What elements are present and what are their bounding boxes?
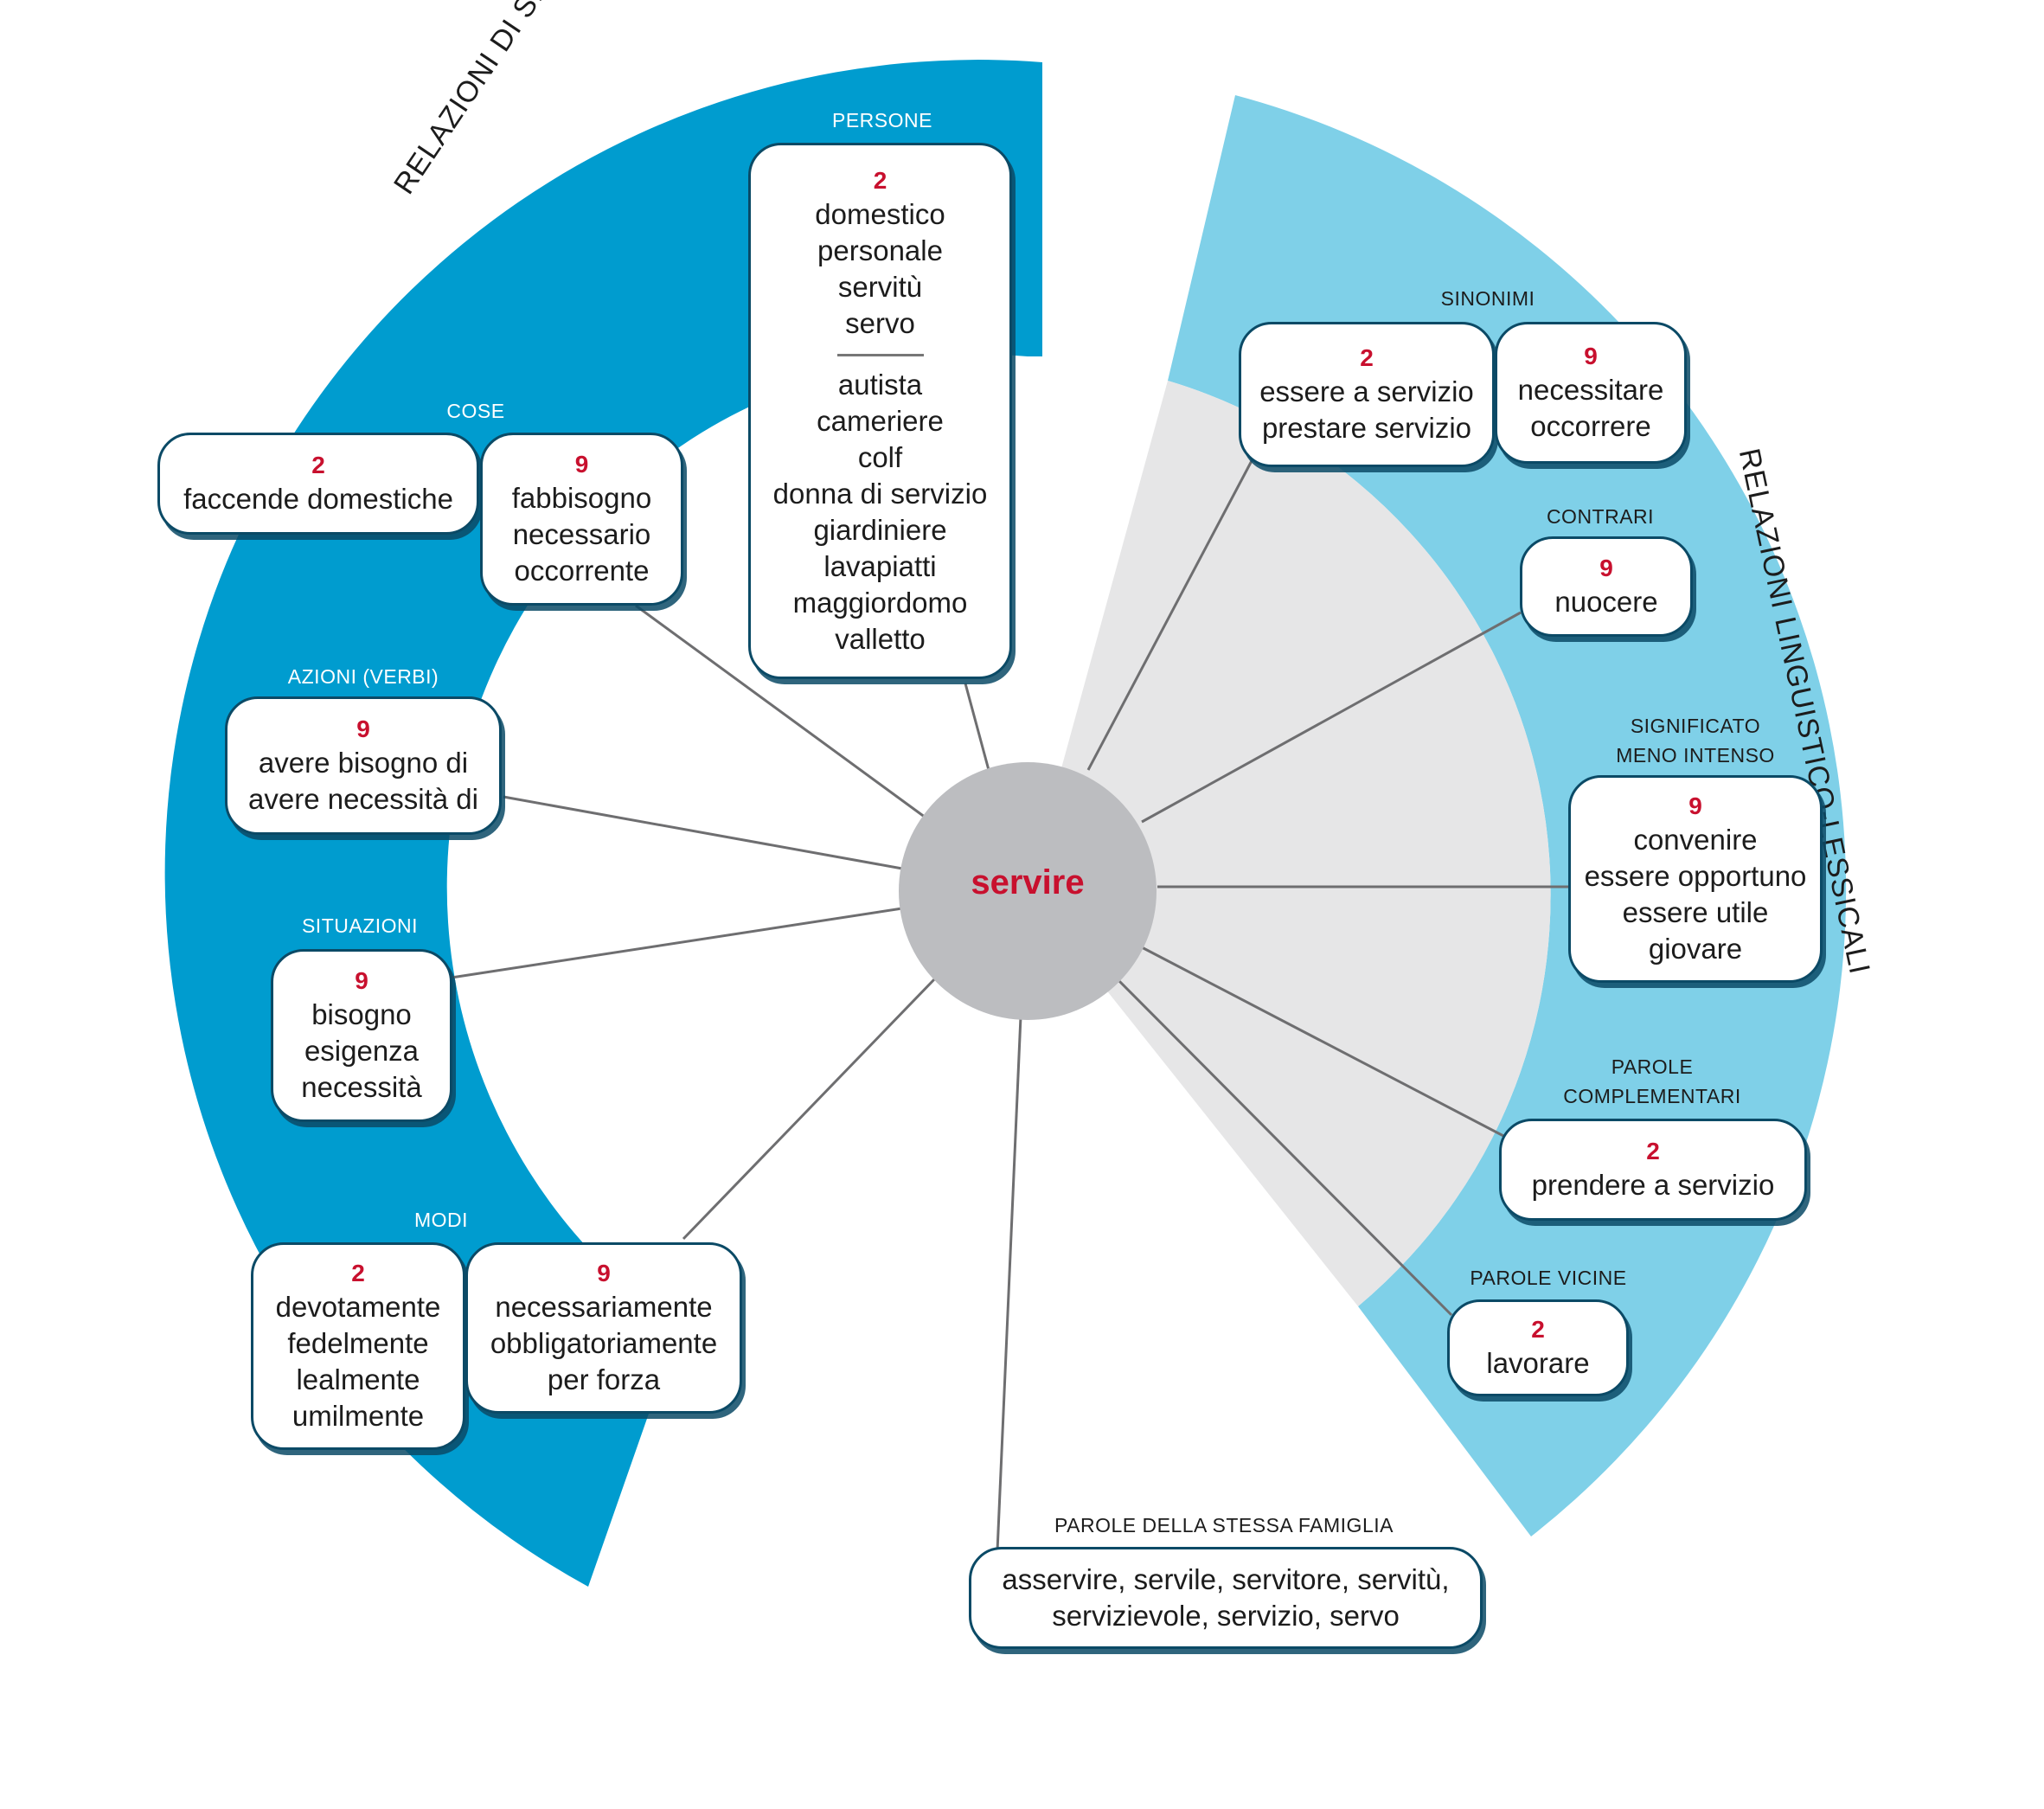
word: necessariamente bbox=[495, 1291, 713, 1323]
word: essere utile bbox=[1622, 896, 1769, 928]
meaning-number: 2 bbox=[873, 166, 887, 194]
meaning-number: 9 bbox=[1688, 792, 1702, 819]
word: occorrere bbox=[1530, 410, 1651, 442]
word: nuocere bbox=[1554, 586, 1658, 618]
word: per forza bbox=[547, 1363, 661, 1395]
word: domestico bbox=[815, 197, 945, 230]
word: autista bbox=[837, 368, 923, 401]
word: giovare bbox=[1648, 933, 1743, 965]
category-modi: MODI bbox=[413, 1209, 469, 1231]
word: fedelmente bbox=[287, 1327, 429, 1359]
word: prestare servizio bbox=[1261, 412, 1472, 444]
word: necessitare bbox=[1517, 374, 1664, 406]
meaning-number: 9 bbox=[1584, 343, 1598, 369]
meaning-number: 9 bbox=[1599, 555, 1613, 581]
category-persone: PERSONE bbox=[832, 109, 932, 132]
category-complementari-2: COMPLEMENTARI bbox=[1563, 1085, 1741, 1107]
meaning-number: 2 bbox=[1646, 1138, 1660, 1164]
word: fabbisogno bbox=[511, 482, 652, 514]
category-situazioni: SITUAZIONI bbox=[301, 914, 419, 937]
box-cose-9: 9 fabbisogno necessario occorrente bbox=[480, 433, 683, 606]
word: lealmente bbox=[296, 1363, 420, 1395]
separator bbox=[836, 353, 924, 356]
meaning-number: 9 bbox=[574, 451, 589, 478]
box-cose-2: 2 faccende domestiche bbox=[157, 433, 479, 535]
box-persone: 2 domestico personale servitù servo auti… bbox=[748, 143, 1012, 679]
word: bisogno bbox=[311, 998, 412, 1030]
box-modi-2: 2 devotamente fedelmente lealmente umilm… bbox=[251, 1242, 465, 1450]
category-vicine: PAROLE VICINE bbox=[1470, 1267, 1627, 1289]
word: asservire, servile, servitore, servitù, bbox=[1002, 1563, 1450, 1595]
category-meno-intenso-1: SIGNIFICATO bbox=[1630, 715, 1761, 737]
center-circle bbox=[899, 762, 1157, 1020]
word: servo bbox=[845, 306, 915, 339]
box-complementari-2: 2 prendere a servizio bbox=[1499, 1119, 1807, 1221]
word: essere a servizio bbox=[1259, 375, 1474, 407]
category-sinonimi: SINONIMI bbox=[1440, 287, 1535, 310]
category-complementari-1: PAROLE bbox=[1611, 1055, 1694, 1078]
word: devotamente bbox=[275, 1291, 441, 1323]
word: giardiniere bbox=[813, 513, 947, 546]
center-word: servire bbox=[971, 863, 1085, 901]
word: colf bbox=[857, 440, 903, 473]
category-azioni: AZIONI (VERBI) bbox=[287, 665, 439, 688]
box-azioni-9: 9 avere bisogno di avere necessità di bbox=[225, 696, 502, 835]
word: lavorare bbox=[1486, 1347, 1590, 1379]
box-famiglia: asservire, servile, servitore, servitù, … bbox=[969, 1547, 1483, 1649]
word: necessario bbox=[512, 518, 651, 550]
box-situazioni-9: 9 bisogno esigenza necessità bbox=[271, 949, 452, 1122]
meaning-number: 2 bbox=[311, 452, 325, 478]
word: cameriere bbox=[817, 404, 944, 437]
connector-lines bbox=[451, 455, 1568, 1552]
meaning-number: 2 bbox=[1531, 1316, 1545, 1343]
lexical-relations-sector bbox=[1028, 381, 1551, 1306]
box-sinonimi-9: 9 necessitare occorrere bbox=[1495, 322, 1687, 464]
word: obbligatoriamente bbox=[490, 1327, 718, 1359]
word: prendere a servizio bbox=[1531, 1169, 1775, 1201]
word: servizievole, servizio, servo bbox=[1052, 1600, 1400, 1632]
meaning-number: 9 bbox=[356, 715, 370, 742]
word: faccende domestiche bbox=[183, 483, 453, 515]
meaning-number: 9 bbox=[597, 1260, 611, 1286]
box-modi-9: 9 necessariamente obbligatoriamente per … bbox=[465, 1242, 742, 1414]
word: necessità bbox=[301, 1071, 422, 1103]
word: avere bisogno di bbox=[258, 747, 469, 779]
category-meno-intenso-2: MENO INTENSO bbox=[1616, 744, 1775, 767]
word: avere necessità di bbox=[248, 783, 478, 815]
meaning-number: 9 bbox=[355, 967, 368, 994]
box-sinonimi-2: 2 essere a servizio prestare servizio bbox=[1239, 322, 1495, 467]
meaning-number: 2 bbox=[1360, 344, 1374, 371]
word: donna di servizio bbox=[772, 477, 988, 510]
word: valletto bbox=[835, 622, 926, 655]
word: convenire bbox=[1633, 824, 1758, 856]
box-contrari-9: 9 nuocere bbox=[1520, 536, 1693, 637]
word: servitù bbox=[837, 270, 923, 303]
word: esigenza bbox=[304, 1035, 420, 1067]
box-vicine-2: 2 lavorare bbox=[1447, 1299, 1629, 1396]
category-contrari: CONTRARI bbox=[1546, 505, 1655, 528]
category-famiglia: PAROLE DELLA STESSA FAMIGLIA bbox=[1054, 1514, 1394, 1536]
word: maggiordomo bbox=[792, 586, 968, 619]
word: personale bbox=[817, 234, 943, 266]
word: lavapiatti bbox=[823, 549, 937, 582]
meaning-number: 2 bbox=[351, 1260, 365, 1286]
category-cose: COSE bbox=[446, 400, 505, 422]
word: occorrente bbox=[514, 555, 650, 587]
box-meno-intenso-9: 9 convenire essere opportuno essere util… bbox=[1568, 775, 1823, 983]
word: umilmente bbox=[292, 1400, 425, 1432]
word: essere opportuno bbox=[1584, 860, 1807, 892]
